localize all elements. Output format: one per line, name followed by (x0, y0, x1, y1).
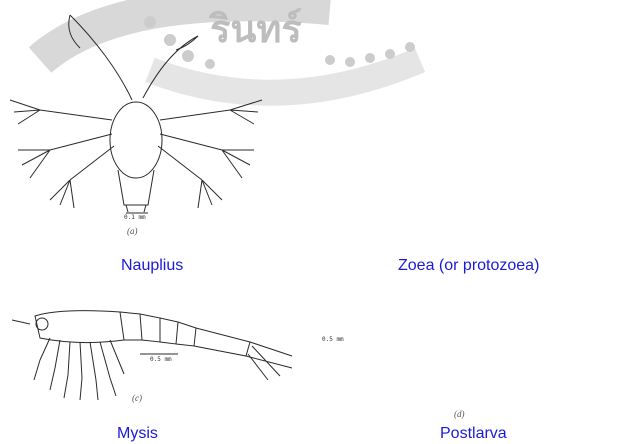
mysis-figure-letter: (c) (132, 393, 142, 403)
nauplius-drawing (0, 0, 300, 240)
zoea-drawing (380, 0, 618, 240)
postlarva-scale: 0.5 mm (322, 336, 344, 343)
mysis-scale: 0.5 mm (150, 356, 172, 363)
nauplius-label: Nauplius (121, 257, 183, 275)
nauplius-figure-letter: (a) (127, 226, 138, 236)
postlarva-label: Postlarva (440, 425, 507, 443)
zoea-label: Zoea (or protozoea) (398, 257, 539, 275)
postlarva-figure-letter: (d) (454, 409, 465, 419)
mysis-label: Mysis (117, 425, 158, 443)
postlarva-drawing (310, 280, 618, 420)
nauplius-scale: 0.1 mm (124, 214, 146, 221)
mysis-drawing (0, 280, 310, 420)
